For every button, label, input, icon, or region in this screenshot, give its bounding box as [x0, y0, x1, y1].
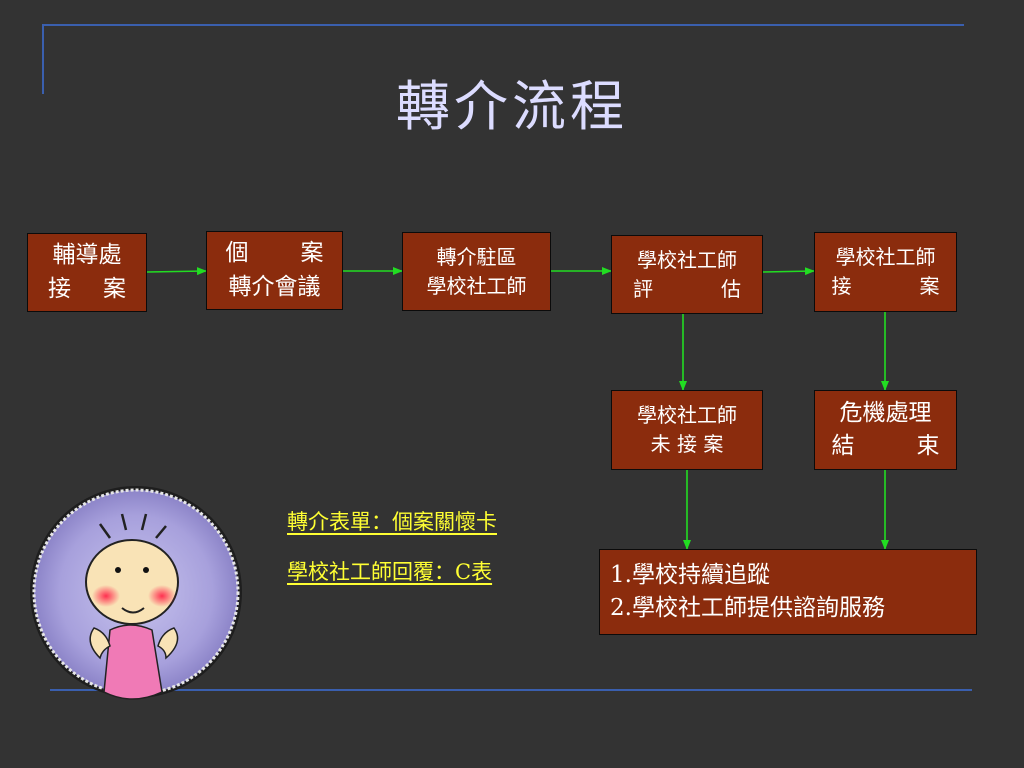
- box-district-social-worker: 轉介駐區 學校社工師: [402, 232, 551, 311]
- arrow-guidance-to-meeting: [146, 267, 207, 276]
- box-guidance-line1: 輔導處: [52, 242, 122, 269]
- box-case-meeting: 個 案 轉介會議: [206, 231, 343, 310]
- box-follow-up-line1: 1.學校持續追蹤: [610, 561, 770, 588]
- box-accepted-line2: 接 案: [832, 272, 940, 301]
- box-crisis-line2a: 結: [831, 433, 855, 459]
- box-not-accepted: 學校社工師 未 接 案: [611, 390, 763, 470]
- box-crisis-closed: 危機處理 結 束: [814, 390, 957, 470]
- box-meeting-line1a: 個: [225, 240, 249, 267]
- box-accepted-line1: 學校社工師: [835, 245, 936, 269]
- box-follow-up-line2: 2.學校社工師提供諮詢服務: [610, 595, 885, 621]
- box-accepted: 學校社工師 接 案: [814, 232, 957, 312]
- box-crisis-line2: 結 束: [832, 430, 940, 463]
- box-not-accepted-line1: 學校社工師: [637, 403, 737, 427]
- box-meeting-line1b: 案: [300, 240, 324, 267]
- box-accepted-line2a: 接: [831, 274, 852, 298]
- box-district-line2: 學校社工師: [426, 273, 527, 298]
- box-assessment-line2b: 估: [721, 276, 741, 301]
- box-assessment-line1: 學校社工師: [637, 247, 737, 272]
- box-meeting-line2: 轉介會議: [228, 273, 321, 300]
- box-crisis-line1: 危機處理: [839, 399, 932, 426]
- arrow-assessment-to-accepted: [762, 267, 815, 276]
- top-rule: [42, 24, 964, 26]
- box-meeting-line1: 個 案: [226, 237, 324, 270]
- note-social-worker-reply: 學校社工師回覆：C表: [287, 560, 493, 584]
- bottom-rule: [50, 689, 972, 691]
- box-not-accepted-line2: 未 接 案: [650, 432, 724, 456]
- slide-title: 轉介流程: [396, 75, 628, 138]
- cartoon-girl-icon: [30, 486, 242, 700]
- box-guidance-line2: 接 案: [48, 273, 126, 306]
- box-crisis-line2b: 束: [916, 433, 940, 459]
- box-follow-up: 1.學校持續追蹤 2.學校社工師提供諮詢服務: [599, 549, 977, 635]
- left-rule: [42, 24, 44, 94]
- box-accepted-line2b: 案: [919, 274, 940, 298]
- note-referral-form: 轉介表單：個案關懷卡: [287, 510, 497, 534]
- box-assessment-line2a: 評: [633, 276, 653, 301]
- box-assessment: 學校社工師 評 估: [611, 235, 763, 314]
- box-assessment-line2: 評 估: [633, 275, 741, 304]
- box-guidance-office: 輔導處 接 案: [27, 233, 147, 312]
- box-guidance-line2b: 案: [103, 275, 126, 302]
- box-district-line1: 轉介駐區: [436, 244, 517, 269]
- box-guidance-line2a: 接: [48, 275, 71, 302]
